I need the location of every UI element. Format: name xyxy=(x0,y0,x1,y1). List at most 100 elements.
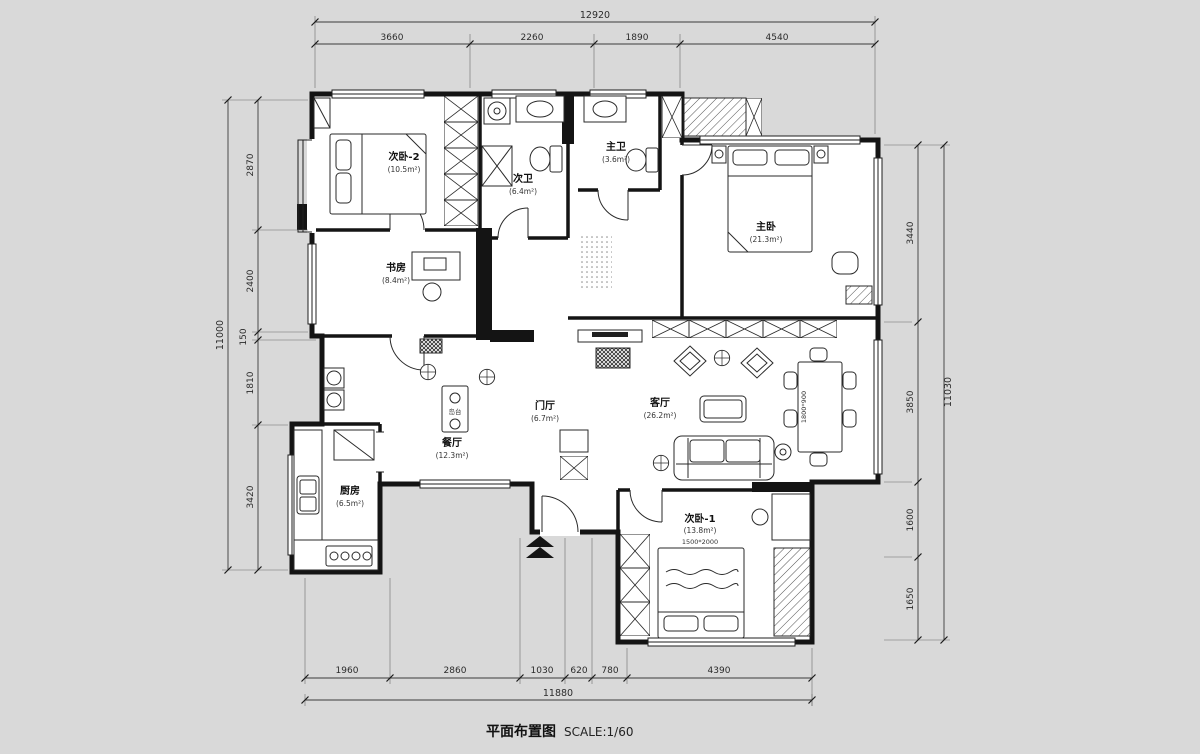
room-area-kitchen: (6.5m²) xyxy=(336,499,364,508)
tv-rug xyxy=(595,347,631,369)
bed-bedroom2 xyxy=(329,133,427,215)
kitchen-island xyxy=(441,385,469,433)
toilet-bath2 xyxy=(529,146,551,172)
door-entry xyxy=(541,495,579,533)
furniture-master-bedroom xyxy=(711,145,873,305)
dim-left-2: 150 xyxy=(239,328,249,345)
room-area-study: (8.4m²) xyxy=(382,276,410,285)
dim-left-0: 2870 xyxy=(246,153,256,176)
dining-table-set xyxy=(783,347,857,467)
low-cabinet xyxy=(419,338,443,354)
window-study-left xyxy=(307,243,317,325)
dim-bottom-4: 780 xyxy=(601,666,618,676)
door-masterbath xyxy=(597,189,629,221)
entry-cabinet xyxy=(559,429,589,453)
extension-lines xyxy=(222,16,950,706)
vanity-bath2 xyxy=(515,95,565,123)
dim-bottom-0: 1960 xyxy=(336,666,359,676)
dim-top-total: 12920 xyxy=(580,10,610,21)
desk-bedroom1 xyxy=(771,493,811,541)
dim-bottom-3: 620 xyxy=(570,666,587,676)
shoe-cabinet xyxy=(560,456,588,480)
dimensions: 12920 3660 2260 1890 4540 11000 xyxy=(215,10,954,706)
bench-master xyxy=(845,285,873,305)
accent-chair xyxy=(740,347,774,379)
kitchen-opening xyxy=(376,431,384,473)
flue-shaft xyxy=(662,96,682,138)
kitchen-counter-left xyxy=(293,429,323,541)
room-name-living: 客厅 xyxy=(649,396,670,409)
pillow xyxy=(335,172,352,204)
window-bedroom2-top xyxy=(331,89,425,99)
room-name-kitchen: 厨房 xyxy=(340,484,360,497)
bed-master xyxy=(727,145,813,253)
dim-right-3: 1650 xyxy=(906,587,916,610)
dim-right-2: 1600 xyxy=(906,508,916,531)
drawing-scale: SCALE:1/60 xyxy=(564,725,633,739)
dim-top-2: 1890 xyxy=(626,33,649,43)
pillow xyxy=(703,615,739,632)
annotation-dining-table-size: 1800*900 xyxy=(800,391,808,423)
dim-bottom-5: 4390 xyxy=(708,666,731,676)
bay-window-bedroom2 xyxy=(297,139,312,233)
side-table xyxy=(774,443,792,461)
dim-right-segments: 3440 3850 1600 1650 xyxy=(906,141,922,644)
dining-chair xyxy=(809,452,828,467)
furniture-bedroom1 xyxy=(620,493,811,639)
exterior-platform xyxy=(683,97,747,137)
furniture-living xyxy=(577,320,857,481)
dim-left-total-group: 11000 xyxy=(215,96,232,574)
dim-right-1: 3850 xyxy=(906,390,916,413)
nightstand xyxy=(813,145,829,164)
accent-chair xyxy=(673,345,707,377)
dim-bottom-1: 2860 xyxy=(444,666,467,676)
room-labels: 次卧-2 (10.5m²) 次卫 (6.4m²) 主卫 (3.6m²) 主卧 (… xyxy=(336,140,808,546)
furniture-masterbath xyxy=(583,95,762,173)
dim-left-segments: 2870 2400 150 1810 3420 xyxy=(239,96,262,574)
bay-opening xyxy=(307,139,316,233)
room-area-bedroom2: (10.5m²) xyxy=(388,165,421,174)
dim-bottom-total: 11880 xyxy=(543,688,573,699)
pillow xyxy=(774,149,810,166)
window-dining-bottom xyxy=(419,479,511,489)
dining-chair xyxy=(783,409,798,428)
dim-right-total: 11030 xyxy=(943,377,954,407)
interior-walls xyxy=(312,94,878,532)
bay-balcony-stone xyxy=(773,547,811,637)
dim-bottom-2: 1030 xyxy=(531,666,554,676)
dim-top-0: 3660 xyxy=(381,33,404,43)
room-name-dining: 餐厅 xyxy=(441,436,462,449)
vanity-masterbath xyxy=(583,95,627,123)
furniture-bedroom2 xyxy=(313,96,478,226)
room-area-dining: (12.3m²) xyxy=(436,451,469,460)
ceiling-lamp-icon xyxy=(713,349,731,367)
room-area-master-bath: (3.6m²) xyxy=(602,155,630,164)
coffee-table xyxy=(699,395,747,423)
dim-left-4: 3420 xyxy=(246,485,256,508)
room-area-bath2: (6.4m²) xyxy=(509,187,537,196)
dim-bottom-segments: 1960 2860 1030 620 780 4390 xyxy=(301,666,816,682)
room-area-foyer: (6.7m²) xyxy=(531,414,559,423)
ceiling-lamp-icon xyxy=(478,368,496,386)
furniture-foyer-dining xyxy=(323,236,612,480)
entry-marker xyxy=(526,536,554,558)
solid-wall-chunks xyxy=(297,94,812,492)
dim-bottom-total-group: 11880 xyxy=(301,688,816,704)
dim-top-segments: 3660 2260 1890 4540 xyxy=(311,33,879,48)
room-area-living: (26.2m²) xyxy=(644,411,677,420)
dim-right-0: 3440 xyxy=(906,221,916,244)
wardrobe-bedroom2 xyxy=(444,96,478,226)
speaker-icon xyxy=(652,454,670,472)
armchair-master xyxy=(831,251,859,275)
corridor-floor-tile xyxy=(578,236,612,290)
dining-table xyxy=(797,361,843,453)
furniture-study xyxy=(411,251,461,302)
window-master-right xyxy=(873,157,883,306)
toilet-masterbath xyxy=(625,148,647,172)
pillow xyxy=(663,615,699,632)
desk-chair xyxy=(422,282,442,302)
flue-shaft xyxy=(746,98,762,136)
desk-study xyxy=(411,251,461,281)
